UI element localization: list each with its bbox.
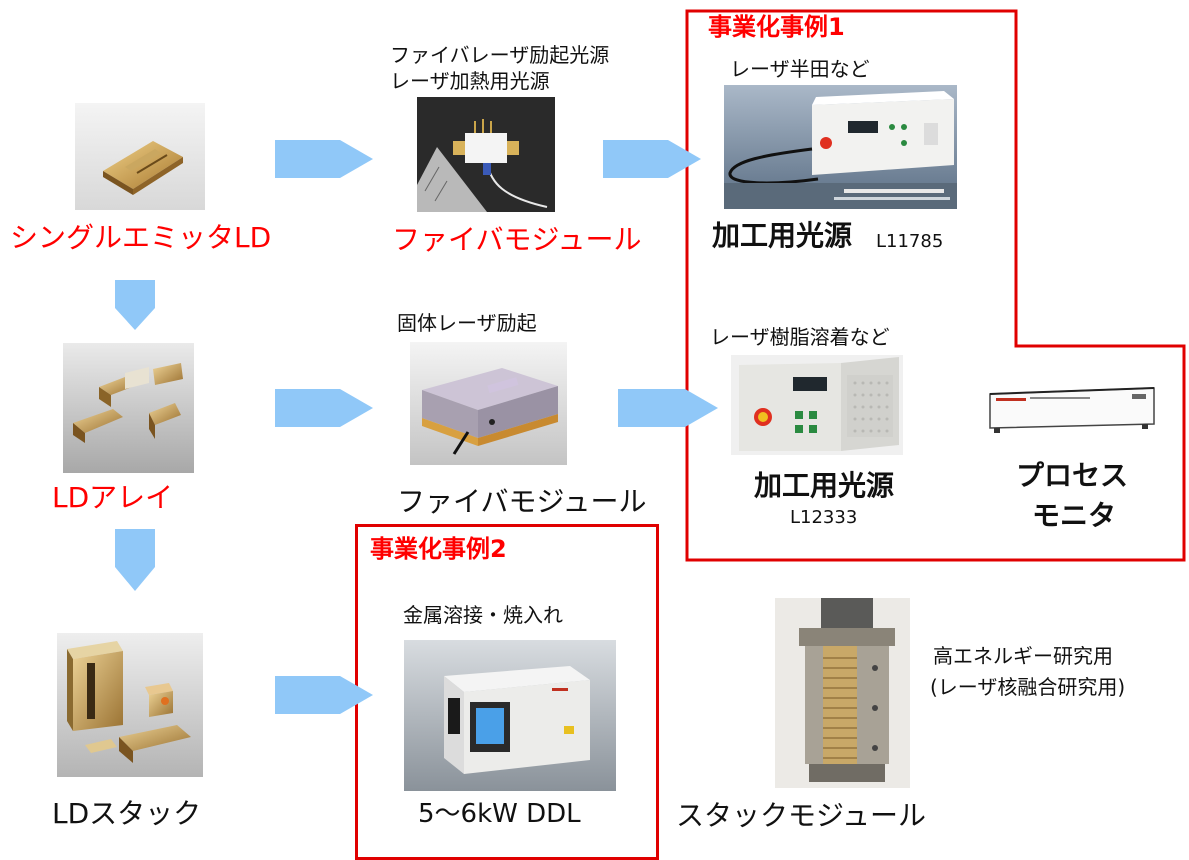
ddl-caption: 金属溶接・焼入れ [403, 603, 563, 627]
ld-array-image [63, 343, 194, 473]
ld-stack-image [57, 633, 203, 777]
arrow-right-1 [275, 140, 373, 178]
arrow-right-5 [275, 676, 373, 714]
arrow-right-2 [603, 140, 701, 178]
product-1-caption: レーザ半田など [730, 57, 870, 81]
fiber-module-1-label: ファイバモジュール [392, 223, 642, 256]
stack-module-label: スタックモジュール [676, 799, 927, 832]
ddl-image [404, 640, 616, 791]
arrow-right-3 [275, 389, 373, 427]
arrow-down-2 [115, 529, 155, 591]
arrow-down-1 [115, 280, 155, 330]
product-2-caption: レーザ樹脂溶着など [710, 325, 890, 349]
fiber-module-2-caption: 固体レーザ励起 [397, 311, 537, 335]
process-monitor-label-line1: プロセス [1016, 459, 1129, 492]
product-1-model: L11785 [876, 231, 944, 252]
fiber-module-1-caption-line1: ファイバレーザ励起光源 [390, 43, 610, 67]
ld-array-label: LDアレイ [52, 481, 174, 514]
case1-frame [685, 9, 1186, 562]
process-monitor-image [986, 380, 1158, 438]
single-emitter-ld-label: シングルエミッタLD [10, 221, 272, 254]
stack-module-image [775, 598, 910, 788]
process-monitor-label-line2: モニタ [1032, 499, 1117, 532]
product-2-model: L12333 [790, 507, 858, 528]
product-2-label: 加工用光源 [754, 469, 895, 502]
ddl-label: 5～6kW DDL [418, 799, 581, 829]
arrow-right-4 [618, 389, 718, 427]
fiber-module-1-image [417, 97, 555, 212]
case2-title: 事業化事例2 [370, 535, 507, 563]
product-1-label: 加工用光源 [712, 219, 853, 252]
laser-source-l11785-image [724, 85, 957, 209]
case1-title: 事業化事例1 [708, 13, 845, 41]
ld-stack-label: LDスタック [52, 797, 202, 830]
laser-source-l12333-image [731, 355, 903, 455]
research-caption-line1: 高エネルギー研究用 [933, 644, 1113, 668]
single-emitter-ld-image [75, 103, 205, 210]
fiber-module-2-image [410, 342, 567, 465]
fiber-module-2-label: ファイバモジュール [397, 485, 647, 518]
research-caption-line2: (レーザ核融合研究用) [930, 675, 1126, 699]
fiber-module-1-caption-line2: レーザ加熱用光源 [390, 69, 550, 93]
